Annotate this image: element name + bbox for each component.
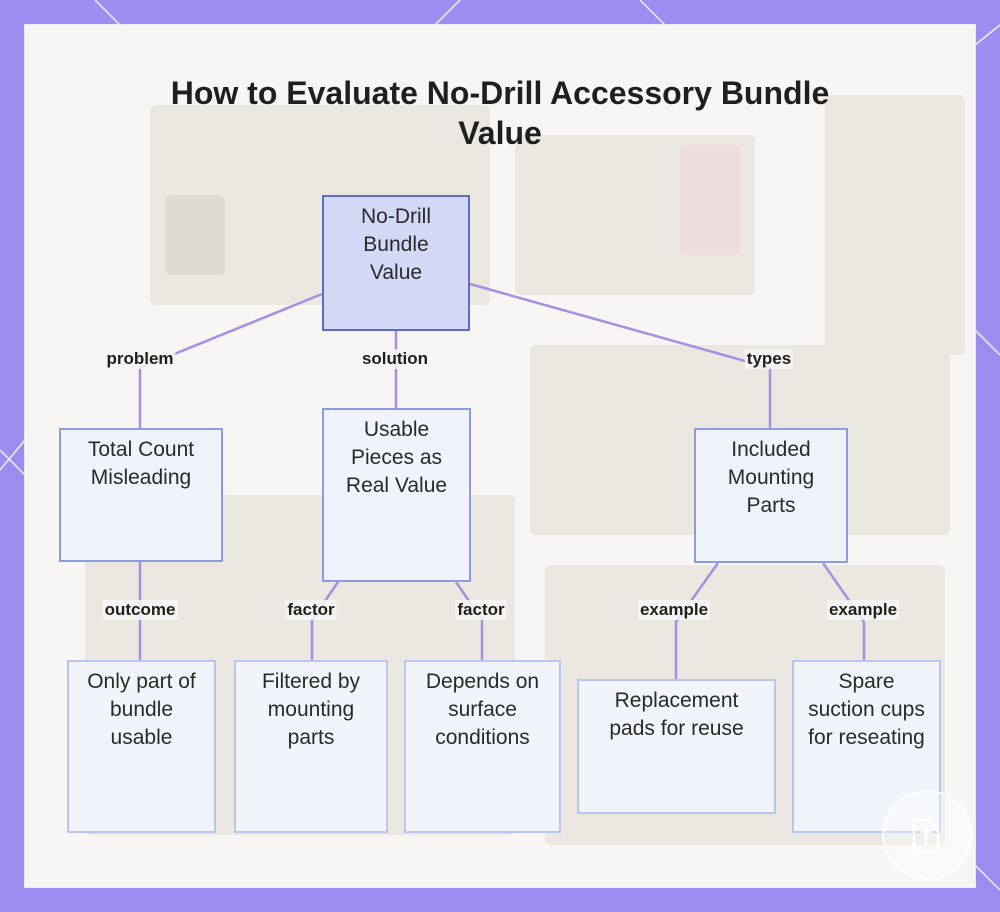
node-root-label: No-Drill Bundle Value: [361, 205, 431, 284]
background-shape: [680, 145, 740, 255]
node-factor-1-label: Filtered by mounting parts: [261, 670, 361, 749]
edge-label-solution: solution: [359, 349, 431, 369]
edge-factor1: [310, 581, 340, 660]
edge-label-types: types: [744, 349, 794, 369]
edge-label-problem: problem: [104, 349, 176, 369]
node-outcome-label: Only part of bundle usable: [87, 670, 196, 749]
background-shape: [825, 95, 965, 355]
brand-logo-icon: [882, 790, 972, 880]
diagram-title: How to Evaluate No-Drill Accessory Bundl…: [170, 75, 830, 151]
edge-factor2: [454, 581, 484, 660]
edge-label-factor-1: factor: [285, 600, 337, 620]
node-solution-label: Usable Pieces as Real Value: [345, 418, 448, 497]
edge-label-example-2: example: [826, 600, 900, 620]
node-types-label: Included Mounting Parts: [727, 438, 815, 517]
node-example-2-label: Spare suction cups for reseating: [808, 670, 925, 749]
edge-types: [469, 282, 772, 428]
edge-label-outcome: outcome: [102, 600, 178, 620]
node-outcome: Only part of bundle usable: [67, 660, 216, 833]
node-solution: Usable Pieces as Real Value: [322, 408, 471, 582]
node-types: Included Mounting Parts: [694, 428, 848, 563]
edge-label-example-1: example: [637, 600, 711, 620]
edge-example1: [674, 562, 720, 679]
node-example-1-label: Replacement pads for reuse: [609, 689, 744, 740]
node-problem-label: Total Count Misleading: [87, 438, 195, 489]
edge-example2: [821, 562, 866, 660]
node-problem: Total Count Misleading: [59, 428, 223, 562]
node-factor-1: Filtered by mounting parts: [234, 660, 388, 833]
background-shape: [165, 195, 225, 275]
node-example-1: Replacement pads for reuse: [577, 679, 776, 814]
node-factor-2: Depends on surface conditions: [404, 660, 561, 833]
brand-logo-graphic: [912, 818, 944, 856]
node-root: No-Drill Bundle Value: [322, 195, 470, 331]
edge-label-factor-2: factor: [455, 600, 507, 620]
node-factor-2-label: Depends on surface conditions: [425, 670, 540, 749]
